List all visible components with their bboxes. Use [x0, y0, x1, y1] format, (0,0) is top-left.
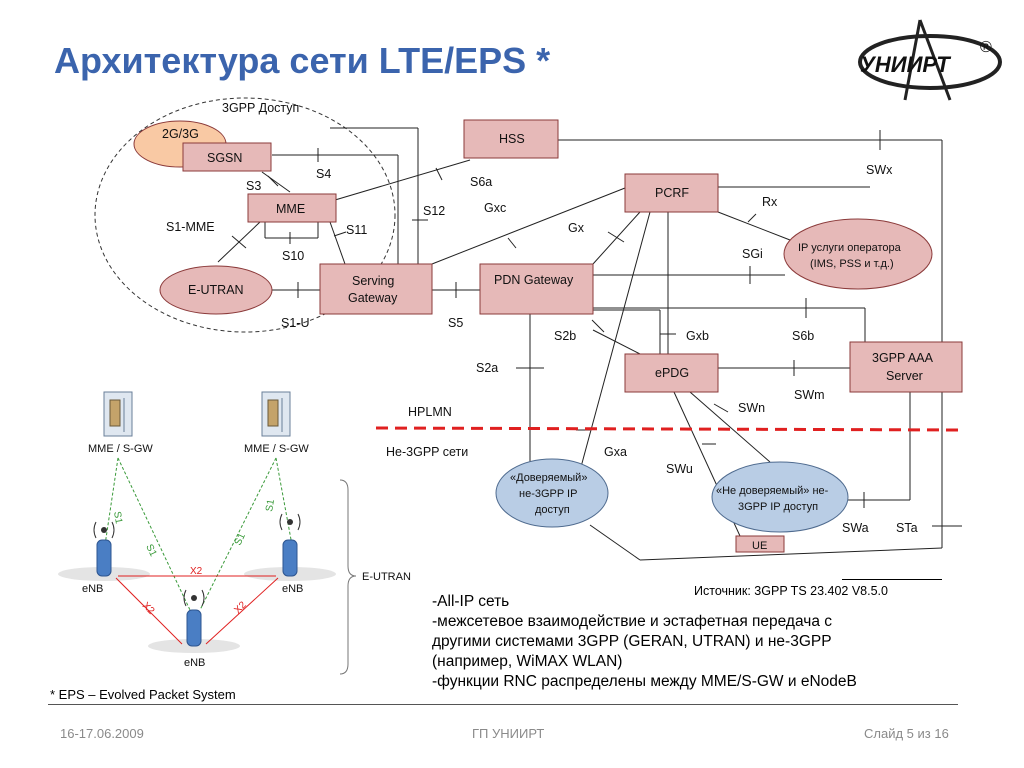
- untrusted-access-label-1: «Не доверяемый» не-: [716, 485, 829, 497]
- serving-gateway-node: [319, 263, 433, 315]
- sta-label: STa: [896, 521, 918, 535]
- rx-label: Rx: [762, 195, 778, 209]
- untrusted-access-label-2: 3GPP IP доступ: [738, 501, 818, 513]
- pcrf-label: PCRF: [655, 186, 689, 200]
- bullet-item: -функции RNC распределены между MME/S-GW…: [432, 673, 857, 690]
- untrusted-access-node: [711, 461, 849, 533]
- aaa-server-label-2: Server: [886, 369, 923, 383]
- serving-gateway-label-1: Serving: [352, 274, 394, 288]
- footer-date: 16-17.06.2009: [60, 726, 144, 741]
- bullet-item: -межсетевое взаимодействие и эстафетная …: [432, 613, 833, 630]
- hss-label: HSS: [499, 132, 525, 146]
- source-citation: Источник: 3GPP TS 23.402 V8.5.0: [694, 584, 888, 598]
- s12-label: S12: [423, 204, 445, 218]
- gxc-label: Gxc: [484, 201, 506, 215]
- 2g3g-label: 2G/3G: [162, 127, 199, 141]
- s1mme-label: S1-MME: [166, 220, 215, 234]
- bullet-item: (например, WiMAX WLAN): [432, 653, 623, 670]
- trusted-access-node: [495, 458, 609, 528]
- s1u-label: S1-U: [281, 316, 309, 330]
- swa-label: SWa: [842, 521, 869, 535]
- pcrf-node: [624, 173, 719, 213]
- bullet-list: -All-IP сеть -межсетевое взаимодействие …: [432, 592, 952, 692]
- bullet-item: -All-IP сеть: [432, 593, 510, 610]
- swn-label: SWn: [738, 401, 765, 415]
- s3-label: S3: [246, 179, 261, 193]
- s10-label: S10: [282, 249, 304, 263]
- s2a-label: S2a: [476, 361, 498, 375]
- hplmn-label: HPLMN: [408, 405, 452, 419]
- 3gpp-access-group: [94, 97, 396, 333]
- gxb-label: Gxb: [686, 329, 709, 343]
- swu-label: SWu: [666, 462, 693, 476]
- sgsn-label: SGSN: [207, 151, 242, 165]
- ip-services-node: [783, 218, 933, 290]
- ip-services-label-1: IP услуги оператора: [798, 242, 902, 254]
- s4-label: S4: [316, 167, 331, 181]
- hplmn-divider: [375, 426, 963, 432]
- gx-label: Gx: [568, 221, 585, 235]
- eutran-node: [159, 265, 273, 315]
- trusted-access-label-1: «Доверяемый»: [510, 472, 587, 484]
- interface-ticks: [231, 130, 962, 527]
- gxa-label: Gxa: [604, 445, 627, 459]
- footer-divider: [48, 704, 958, 705]
- source-divider: [842, 579, 942, 580]
- footer-org: ГП УНИИРТ: [472, 726, 545, 741]
- hss-node: [463, 119, 559, 159]
- epdg-node: [624, 353, 719, 393]
- epdg-label: ePDG: [655, 366, 689, 380]
- mme-node: [247, 193, 337, 223]
- ue-node: [735, 535, 785, 553]
- s5-label: S5: [448, 316, 463, 330]
- ue-label: UE: [752, 540, 767, 552]
- pdn-gateway-label: PDN Gateway: [494, 273, 574, 287]
- serving-gateway-label-2: Gateway: [348, 291, 398, 305]
- trusted-access-label-3: доступ: [535, 504, 570, 516]
- eutran-label: E-UTRAN: [188, 283, 244, 297]
- swx-label: SWx: [866, 163, 893, 177]
- footer-slide-number: Слайд 5 из 16: [864, 726, 949, 741]
- bullet-item: другими системами 3GPP (GERAN, UTRAN) и …: [432, 633, 832, 650]
- mme-label: MME: [276, 202, 305, 216]
- sgsn-node: [182, 142, 272, 172]
- s2b-label: S2b: [554, 329, 576, 343]
- 3gpp-access-label: 3GPP Доступ: [222, 101, 299, 115]
- footnote: * EPS – Evolved Packet System: [50, 687, 236, 702]
- s6a-label: S6a: [470, 175, 492, 189]
- non3gpp-label: Не-3GPP сети: [386, 445, 468, 459]
- swm-label: SWm: [794, 388, 825, 402]
- s6b-label: S6b: [792, 329, 814, 343]
- aaa-server-label-1: 3GPP AAA: [872, 351, 934, 365]
- pdn-gateway-node: [479, 263, 594, 315]
- page-title: Архитектура сети LTE/EPS *: [54, 40, 551, 81]
- ip-services-label-2: (IMS, PSS и т.д.): [810, 258, 894, 270]
- aaa-server-node: [849, 341, 963, 393]
- trusted-access-label-2: не-3GPP IP: [519, 488, 577, 500]
- s11-label: S11: [346, 223, 367, 237]
- sgi-label: SGi: [742, 247, 763, 261]
